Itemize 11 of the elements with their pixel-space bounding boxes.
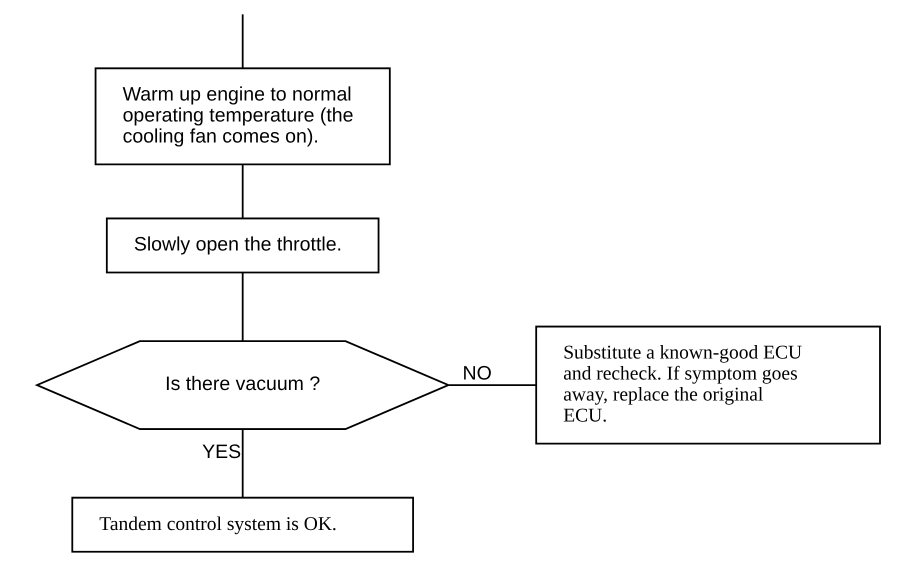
- node-box: Slowly open the throttle.: [106, 218, 380, 274]
- node-box: Warm up engine to normal operating temperature (the cooling fan comes on).: [94, 67, 391, 166]
- edge-label: NO: [462, 362, 492, 385]
- connector: [448, 384, 536, 386]
- edge-label: YES: [202, 440, 242, 463]
- node-box: Substitute a known-good ECU and recheck. If symptom goes away, replace the original ECU.: [535, 326, 881, 445]
- connector: [242, 14, 244, 68]
- node-box: Tandem control system is OK.: [71, 496, 414, 553]
- connector: [242, 164, 244, 218]
- connector: [242, 429, 244, 498]
- connector: [242, 273, 244, 342]
